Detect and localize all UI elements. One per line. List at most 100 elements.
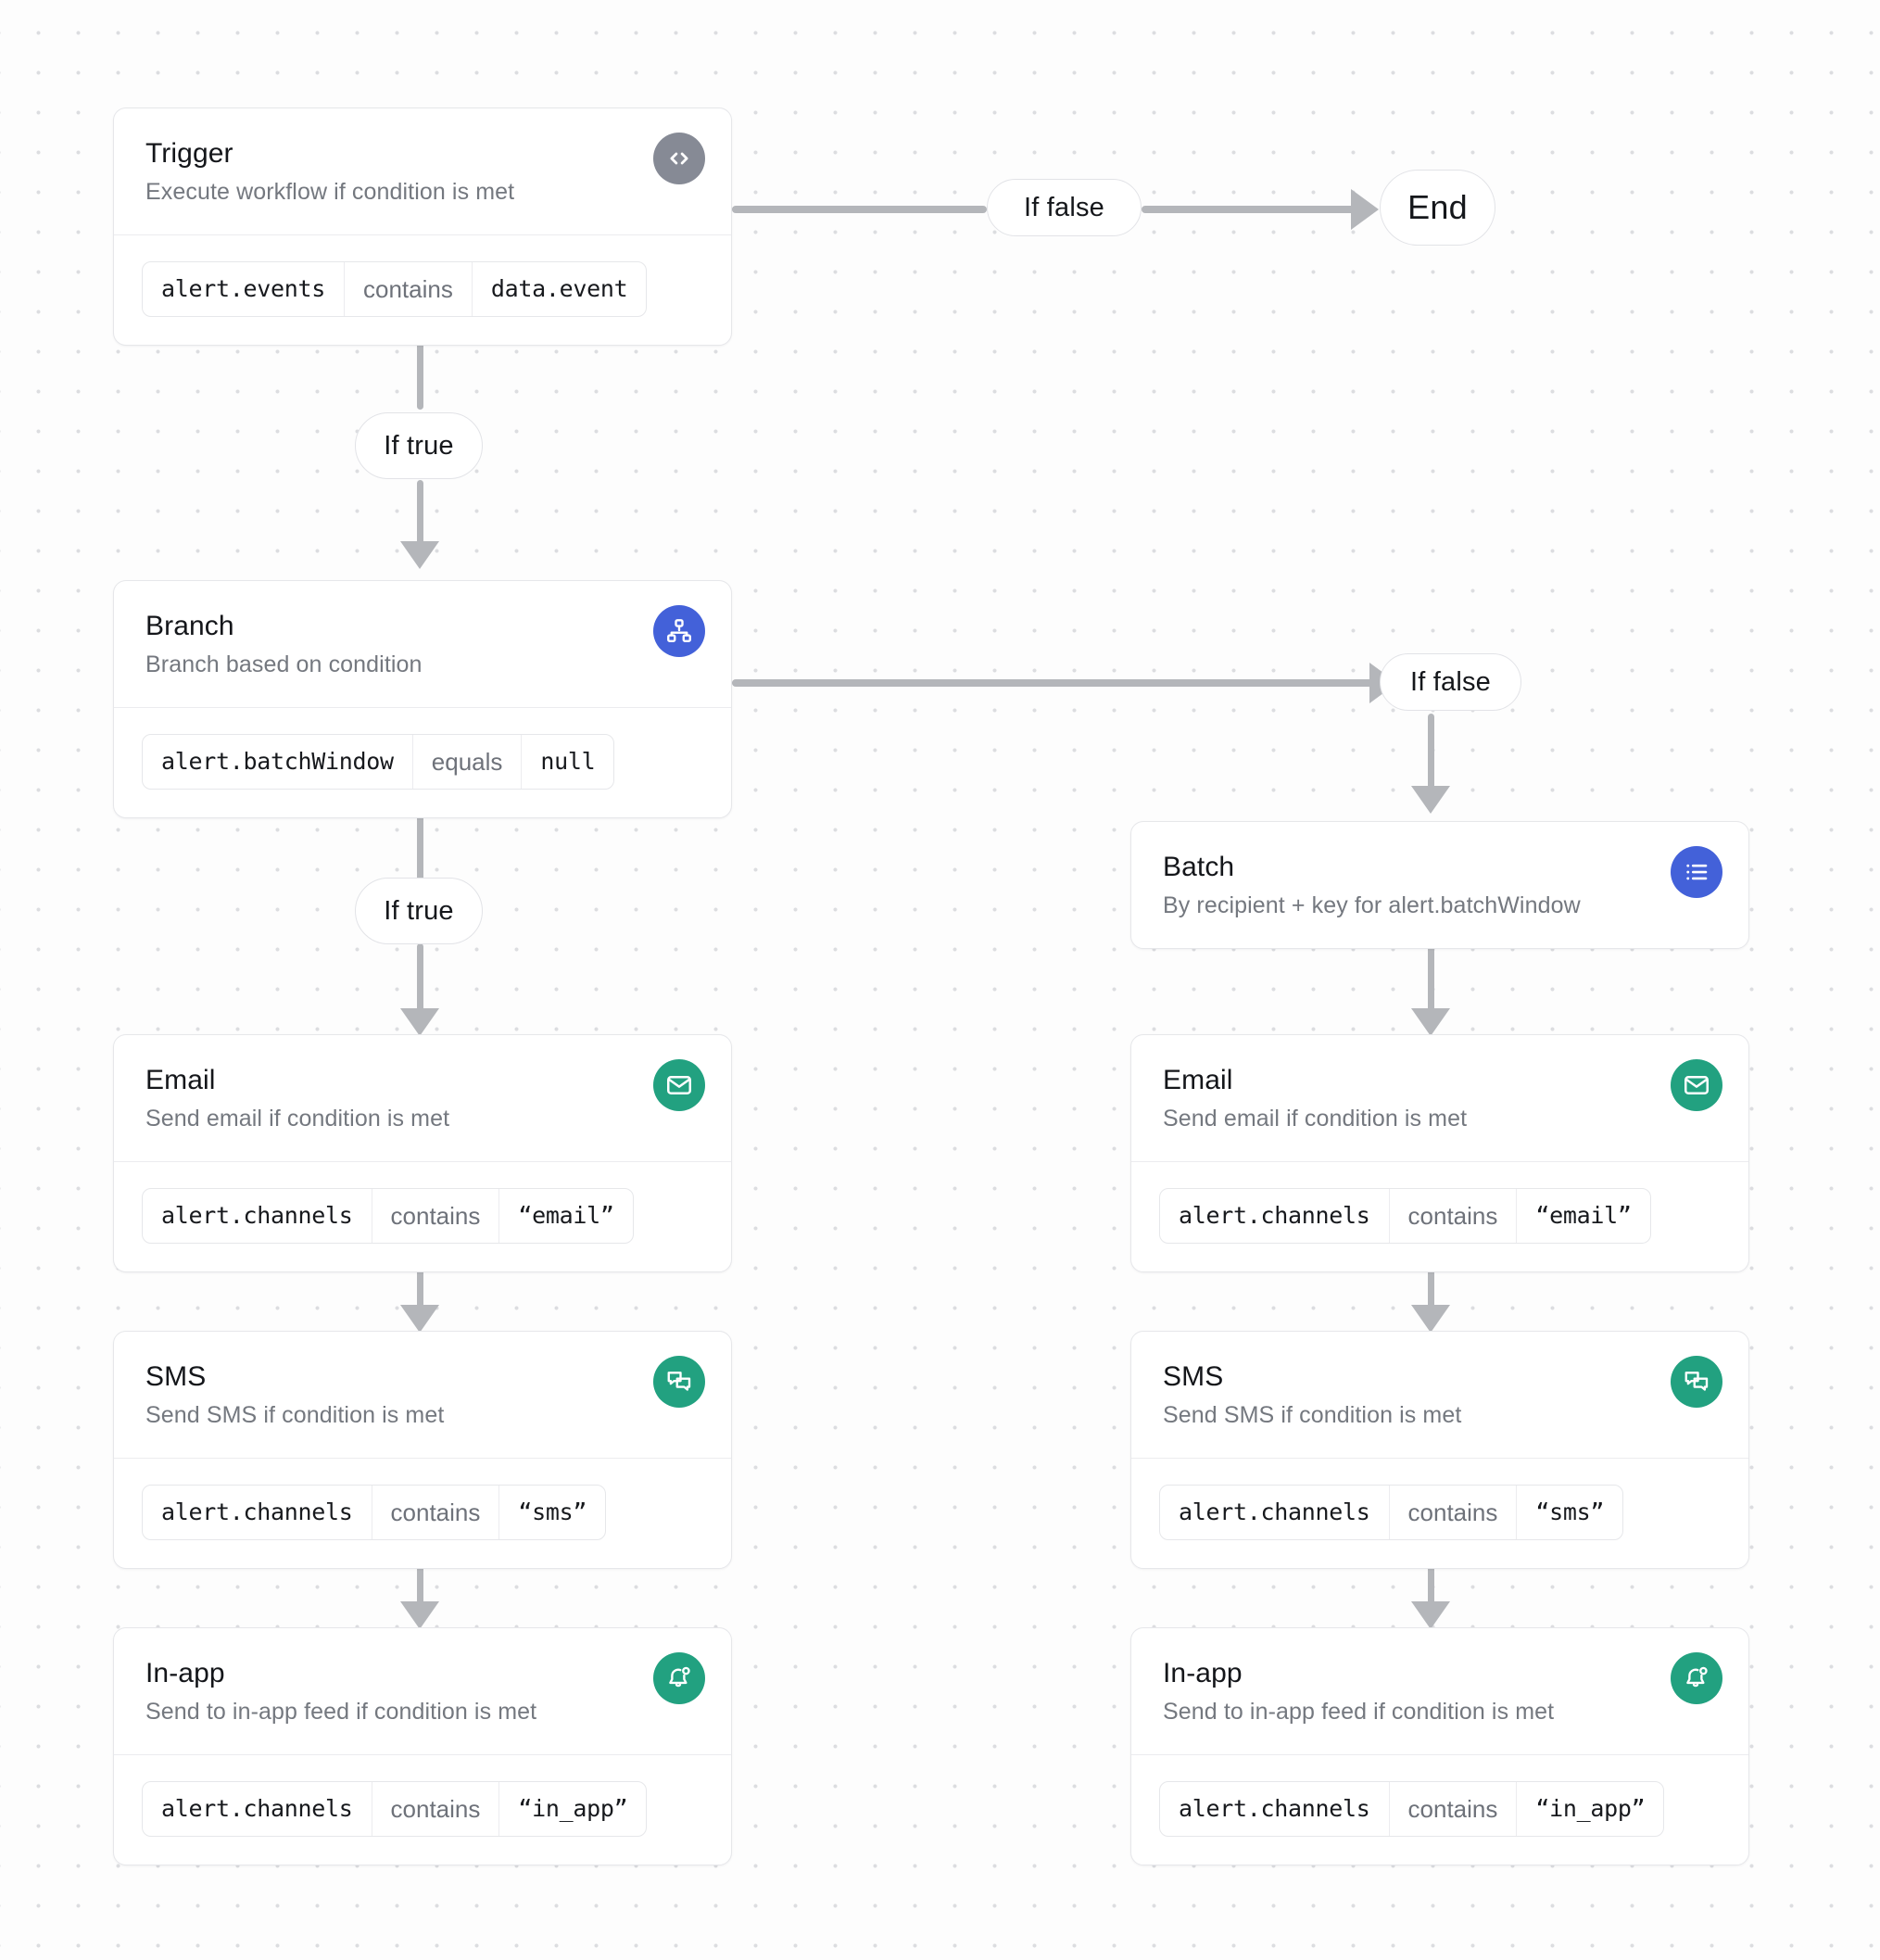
condition-field: alert.batchWindow xyxy=(161,748,394,775)
connector-batch-to-email-head xyxy=(1411,1008,1450,1036)
node-header: In-app Send to in-app feed if condition … xyxy=(1131,1628,1748,1754)
connector-email-to-sms-left-head xyxy=(400,1305,439,1333)
connector-trigger-to-if-false xyxy=(732,206,987,213)
condition-chip[interactable]: alert.channels contains “in_app” xyxy=(1159,1781,1665,1837)
connector-sms-to-inapp-right-head xyxy=(1411,1601,1450,1629)
divider xyxy=(114,1161,731,1162)
condition-value: data.event xyxy=(471,262,647,316)
node-title: Batch xyxy=(1163,852,1235,882)
connector-if-true-to-email-shaft xyxy=(417,943,423,1025)
condition-chip[interactable]: alert.channels contains “sms” xyxy=(1159,1485,1624,1540)
condition-chip[interactable]: alert.channels contains “in_app” xyxy=(142,1781,648,1837)
connector-sms-to-inapp-left-head xyxy=(400,1601,439,1629)
node-sms-right[interactable]: SMS Send SMS if condition is met alert.c… xyxy=(1130,1331,1749,1569)
connector-if-false-to-batch-shaft xyxy=(1428,714,1434,803)
node-trigger[interactable]: Trigger Execute workflow if condition is… xyxy=(113,107,732,346)
connector-if-true-to-email-head xyxy=(400,1008,439,1036)
connector-email-to-sms-right-head xyxy=(1411,1305,1450,1333)
condition-chip[interactable]: alert.channels contains “sms” xyxy=(142,1485,607,1540)
node-sms-left[interactable]: SMS Send SMS if condition is met alert.c… xyxy=(113,1331,732,1569)
pill-trigger-if-true[interactable]: If true xyxy=(355,412,483,479)
node-title: In-app xyxy=(1163,1658,1243,1688)
condition-chip[interactable]: alert.batchWindow equals null xyxy=(142,734,615,790)
node-header: Email Send email if condition is met xyxy=(114,1035,731,1161)
node-subtitle: By recipient + key for alert.batchWindow xyxy=(1163,892,1581,918)
node-title: Email xyxy=(145,1065,216,1095)
pill-trigger-if-false[interactable]: If false xyxy=(987,179,1142,236)
divider xyxy=(114,234,731,235)
connector-if-true-to-branch-head xyxy=(400,541,439,569)
code-icon xyxy=(653,133,705,184)
bell-icon xyxy=(1671,1652,1722,1704)
condition-field: alert.channels xyxy=(161,1498,353,1525)
chat-bubbles-icon xyxy=(653,1356,705,1408)
condition-chip[interactable]: alert.channels contains “email” xyxy=(1159,1188,1651,1244)
connector-branch-to-if-false-shaft xyxy=(732,679,1381,687)
condition-field: alert.channels xyxy=(1179,1498,1370,1525)
divider xyxy=(114,1754,731,1755)
condition-operator: equals xyxy=(411,735,522,789)
condition-operator: contains xyxy=(1388,1486,1517,1539)
condition-field: alert.events xyxy=(161,275,326,302)
node-subtitle: Send email if condition is met xyxy=(145,1106,450,1132)
condition-value: “email” xyxy=(1516,1189,1649,1243)
divider xyxy=(1131,1458,1748,1459)
condition-chip[interactable]: alert.channels contains “email” xyxy=(142,1188,634,1244)
connector-if-false-to-end-shaft xyxy=(1142,206,1355,213)
node-subtitle: Send email if condition is met xyxy=(1163,1106,1468,1132)
condition-operator: contains xyxy=(371,1782,499,1836)
node-subtitle: Send to in-app feed if condition is met xyxy=(145,1699,537,1725)
pill-end[interactable]: End xyxy=(1380,170,1495,246)
node-header: Batch By recipient + key for alert.batch… xyxy=(1131,822,1748,948)
node-title: Branch xyxy=(145,611,234,641)
condition-operator: contains xyxy=(1388,1782,1517,1836)
pill-label: If true xyxy=(384,895,454,926)
divider xyxy=(114,707,731,708)
node-body: alert.channels contains “in_app” xyxy=(1131,1755,1748,1865)
connector-trigger-to-if-true xyxy=(417,313,423,410)
node-title: In-app xyxy=(145,1658,225,1688)
bell-icon xyxy=(653,1652,705,1704)
pill-label: If false xyxy=(1023,192,1105,222)
envelope-icon xyxy=(1671,1059,1722,1111)
connector-branch-to-if-true xyxy=(417,783,423,883)
connector-if-false-to-end-head xyxy=(1351,189,1379,230)
condition-value: “sms” xyxy=(1516,1486,1622,1539)
node-branch[interactable]: Branch Branch based on condition alert.b… xyxy=(113,580,732,818)
connector-sms-to-inapp-left-shaft xyxy=(417,1546,423,1612)
node-body: alert.events contains data.event xyxy=(114,235,731,345)
node-header: Email Send email if condition is met xyxy=(1131,1035,1748,1161)
hierarchy-icon xyxy=(653,605,705,657)
condition-operator: contains xyxy=(344,262,472,316)
node-title: SMS xyxy=(1163,1361,1224,1392)
condition-operator: contains xyxy=(1388,1189,1517,1243)
condition-chip[interactable]: alert.events contains data.event xyxy=(142,261,648,317)
node-body: alert.channels contains “in_app” xyxy=(114,1755,731,1865)
pill-branch-if-true[interactable]: If true xyxy=(355,878,483,944)
pill-branch-if-false[interactable]: If false xyxy=(1380,653,1521,711)
node-inapp-right[interactable]: In-app Send to in-app feed if condition … xyxy=(1130,1627,1749,1865)
connector-batch-to-email-shaft xyxy=(1428,945,1434,1021)
condition-operator: contains xyxy=(371,1486,499,1539)
connector-email-to-sms-left-shaft xyxy=(417,1249,423,1316)
node-batch[interactable]: Batch By recipient + key for alert.batch… xyxy=(1130,821,1749,949)
node-header: SMS Send SMS if condition is met xyxy=(1131,1332,1748,1458)
node-header: SMS Send SMS if condition is met xyxy=(114,1332,731,1458)
node-subtitle: Send SMS if condition is met xyxy=(145,1402,445,1428)
node-email-right[interactable]: Email Send email if condition is met ale… xyxy=(1130,1034,1749,1272)
node-inapp-left[interactable]: In-app Send to in-app feed if condition … xyxy=(113,1627,732,1865)
condition-field: alert.channels xyxy=(161,1202,353,1229)
node-email-left[interactable]: Email Send email if condition is met ale… xyxy=(113,1034,732,1272)
condition-field: alert.channels xyxy=(161,1795,353,1822)
list-icon xyxy=(1671,846,1722,898)
node-title: SMS xyxy=(145,1361,207,1392)
connector-sms-to-inapp-right-shaft xyxy=(1428,1546,1434,1612)
pill-label: If true xyxy=(384,430,454,461)
condition-value: “email” xyxy=(498,1189,632,1243)
node-body: alert.channels contains “email” xyxy=(114,1162,731,1271)
pill-label: If false xyxy=(1409,666,1492,697)
node-subtitle: Branch based on condition xyxy=(145,651,423,677)
connector-email-to-sms-right-shaft xyxy=(1428,1249,1434,1316)
node-header: In-app Send to in-app feed if condition … xyxy=(114,1628,731,1754)
